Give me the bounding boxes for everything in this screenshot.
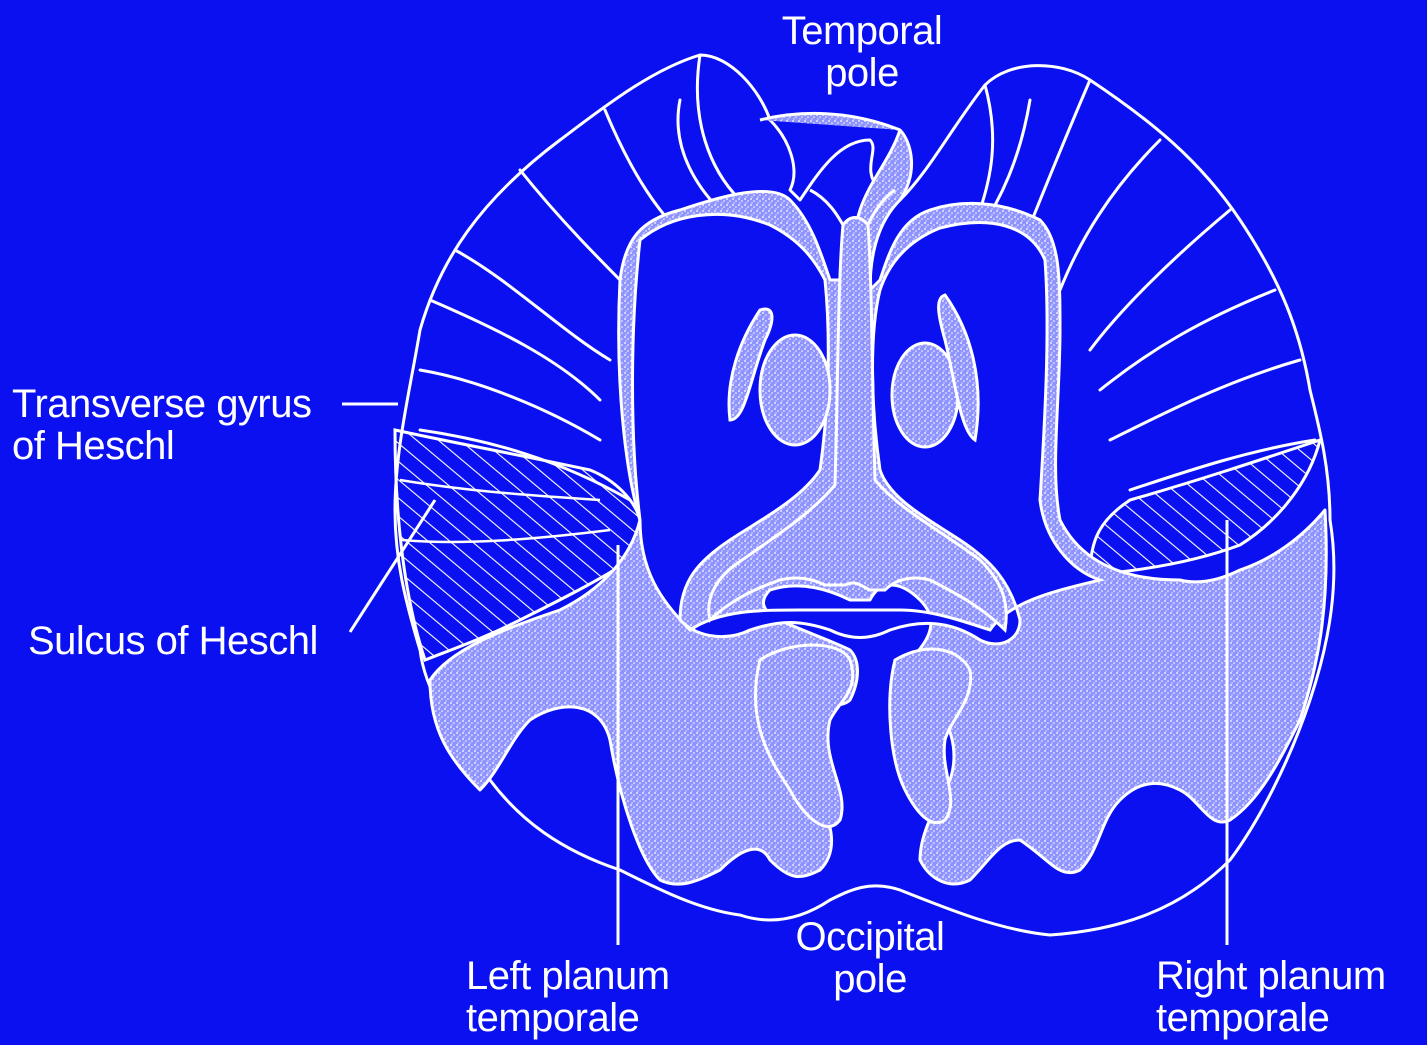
label-right-planum-line1: Right planum	[1156, 955, 1386, 997]
label-transverse-gyrus-line1: Transverse gyrus	[12, 383, 312, 425]
label-occipital-pole: Occipital pole	[775, 916, 965, 1000]
label-sulcus-heschl: Sulcus of Heschl	[28, 620, 318, 662]
label-temporal-pole: Temporal pole	[762, 10, 962, 94]
label-left-planum: Left planum temporale	[466, 955, 670, 1039]
label-occipital-pole-line1: Occipital	[775, 916, 965, 958]
label-right-planum: Right planum temporale	[1156, 955, 1386, 1039]
label-transverse-gyrus-line2: of Heschl	[12, 425, 312, 467]
label-left-planum-line2: temporale	[466, 997, 670, 1039]
label-right-planum-line2: temporale	[1156, 997, 1386, 1039]
label-transverse-gyrus: Transverse gyrus of Heschl	[12, 383, 312, 467]
label-temporal-pole-line2: pole	[762, 52, 962, 94]
label-left-planum-line1: Left planum	[466, 955, 670, 997]
left-nucleus	[760, 335, 830, 445]
label-sulcus-heschl-text: Sulcus of Heschl	[28, 620, 318, 662]
label-temporal-pole-line1: Temporal	[762, 10, 962, 52]
label-occipital-pole-line2: pole	[775, 958, 965, 1000]
